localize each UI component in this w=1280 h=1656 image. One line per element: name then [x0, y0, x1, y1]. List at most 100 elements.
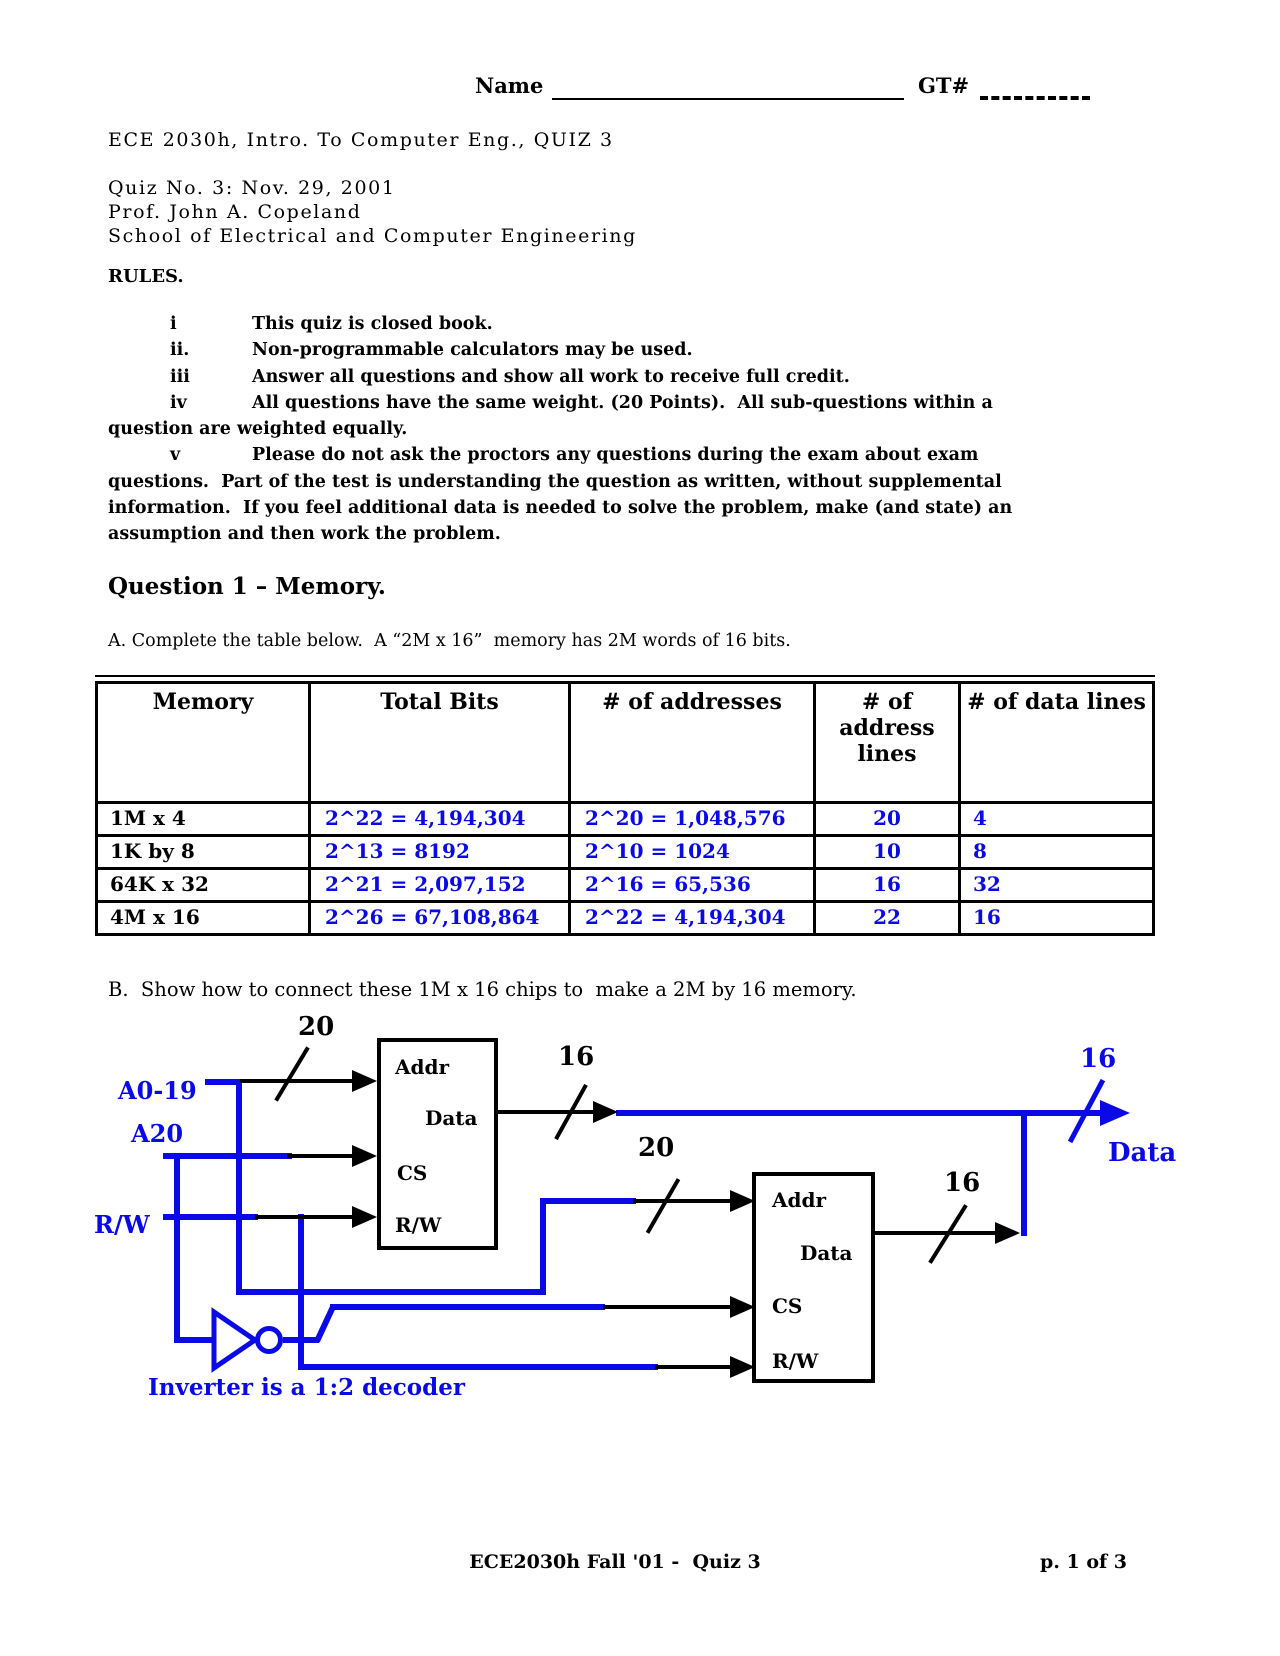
table-cell: 2^10 = 1024 — [568, 834, 813, 867]
school-name: School of Electrical and Computer Engine… — [108, 225, 637, 247]
wire-cs2-input — [603, 1305, 732, 1309]
chip2-cs-port: CS — [772, 1294, 803, 1318]
wire-data2-riser — [1021, 1110, 1027, 1236]
table-cell: 2^22 = 4,194,304 — [568, 900, 813, 933]
wire-rw-horizontal — [163, 1214, 258, 1220]
inverter-gate-icon — [211, 1307, 283, 1373]
chip2-data-port: Data — [800, 1241, 853, 1265]
rule-item: ii.Non-programmable calculators may be u… — [170, 340, 693, 361]
table-cell: 1M x 4 — [98, 801, 308, 834]
table-cell: 2^20 = 1,048,576 — [568, 801, 813, 834]
quiz-number: Quiz No. 3: Nov. 29, 2001 — [108, 177, 396, 199]
rules-title: RULES. — [108, 266, 184, 287]
arrowhead-data1 — [593, 1101, 618, 1123]
signal-label-data-out: Data — [1108, 1138, 1177, 1168]
wire-cs1-input — [287, 1154, 354, 1158]
table-cell: 10 — [813, 834, 958, 867]
wire-a20-horizontal — [163, 1153, 292, 1159]
table-top-rule — [95, 675, 1155, 677]
table-cell: 4 — [958, 801, 1152, 834]
wire-addr1-input — [240, 1079, 354, 1083]
rule-item-continuation: assumption and then work the problem. — [108, 524, 501, 545]
arrowhead-data-bus — [1100, 1100, 1130, 1126]
wire-a0-19-stub — [205, 1079, 240, 1085]
table-cell: 2^13 = 8192 — [308, 834, 568, 867]
wire-data1-output — [498, 1110, 595, 1114]
chip1-cs-port: CS — [397, 1161, 428, 1185]
bus-width-data-out: 16 — [1080, 1044, 1117, 1074]
signal-label-a20: A20 — [131, 1119, 184, 1148]
table-cell: 2^16 = 65,536 — [568, 867, 813, 900]
bus-slash-addr2 — [645, 1178, 681, 1234]
professor-name: Prof. John A. Copeland — [108, 201, 362, 223]
chip1-rw-port: R/W — [395, 1213, 442, 1237]
gt-label: GT# — [918, 73, 970, 98]
wire-rw-vertical — [298, 1214, 304, 1370]
memory-chip-2: Addr Data CS R/W — [752, 1172, 875, 1383]
signal-label-a0-19: A0-19 — [118, 1076, 197, 1105]
rule-item-continuation: questions. Part of the test is understan… — [108, 471, 1002, 492]
col-header-total-bits: Total Bits — [308, 684, 568, 801]
table-cell: 4M x 16 — [98, 900, 308, 933]
table-cell: 20 — [813, 801, 958, 834]
table-cell: 16 — [958, 900, 1152, 933]
wire-rw1-input — [255, 1215, 354, 1219]
wire-inverter-output — [283, 1337, 319, 1343]
arrowhead-rw1 — [352, 1206, 377, 1228]
wire-a0-19-bottom — [236, 1289, 545, 1295]
chip2-rw-port: R/W — [772, 1349, 819, 1373]
name-blank-line — [552, 70, 904, 100]
wire-rw-bottom — [298, 1364, 658, 1370]
chip1-addr-port: Addr — [395, 1055, 450, 1079]
course-title: ECE 2030h, Intro. To Computer Eng., QUIZ… — [108, 129, 614, 151]
wire-data2-output — [875, 1231, 997, 1235]
bus-slash-addr1 — [274, 1046, 310, 1102]
table-cell: 2^26 = 67,108,864 — [308, 900, 568, 933]
wire-addr2-riser — [540, 1198, 546, 1295]
wire-inverter-input — [174, 1337, 216, 1343]
chip2-addr-port: Addr — [772, 1188, 827, 1212]
arrowhead-addr1 — [352, 1070, 377, 1092]
bus-width-addr1: 20 — [298, 1012, 335, 1042]
table-cell: 22 — [813, 900, 958, 933]
rule-item-continuation: question are weighted equally. — [108, 419, 408, 440]
name-label: Name — [475, 73, 544, 98]
table-cell: 2^21 = 2,097,152 — [308, 867, 568, 900]
bus-width-addr2: 20 — [638, 1133, 675, 1163]
arrowhead-data2 — [995, 1222, 1020, 1244]
wire-inverter-output-jog — [314, 1305, 336, 1343]
table-cell: 16 — [813, 867, 958, 900]
arrowhead-cs1 — [352, 1145, 377, 1167]
signal-label-rw: R/W — [94, 1210, 150, 1239]
arrowhead-addr2 — [730, 1190, 755, 1212]
question1-title: Question 1 – Memory. — [108, 573, 386, 600]
col-header-data-lines: # of data lines — [958, 684, 1152, 801]
wire-rw2-input — [655, 1365, 732, 1369]
wire-a20-vertical — [174, 1153, 180, 1343]
table-cell: 2^22 = 4,194,304 — [308, 801, 568, 834]
arrowhead-rw2 — [730, 1356, 755, 1378]
chip1-data-port: Data — [425, 1106, 478, 1130]
gt-blank-line — [980, 66, 1090, 100]
table-cell: 1K by 8 — [98, 834, 308, 867]
footer-page-number: p. 1 of 3 — [1040, 1551, 1128, 1573]
wire-data-bus — [616, 1110, 1102, 1116]
col-header-addresses: # of addresses — [568, 684, 813, 801]
rule-item-continuation: information. If you feel additional data… — [108, 498, 1013, 519]
arrowhead-cs2 — [730, 1296, 755, 1318]
table-cell: 64K x 32 — [98, 867, 308, 900]
memory-table: Memory Total Bits # of addresses # of ad… — [95, 681, 1155, 936]
wire-addr2-feed — [540, 1198, 636, 1204]
table-cell: 32 — [958, 867, 1152, 900]
col-header-memory: Memory — [152, 689, 254, 715]
bus-width-data2: 16 — [944, 1168, 981, 1198]
table-cell: 8 — [958, 834, 1152, 867]
wire-a0-19-vertical — [236, 1079, 242, 1295]
question1-part-a: A. Complete the table below. A “2M x 16”… — [108, 631, 791, 651]
inverter-caption: Inverter is a 1:2 decoder — [148, 1374, 465, 1401]
